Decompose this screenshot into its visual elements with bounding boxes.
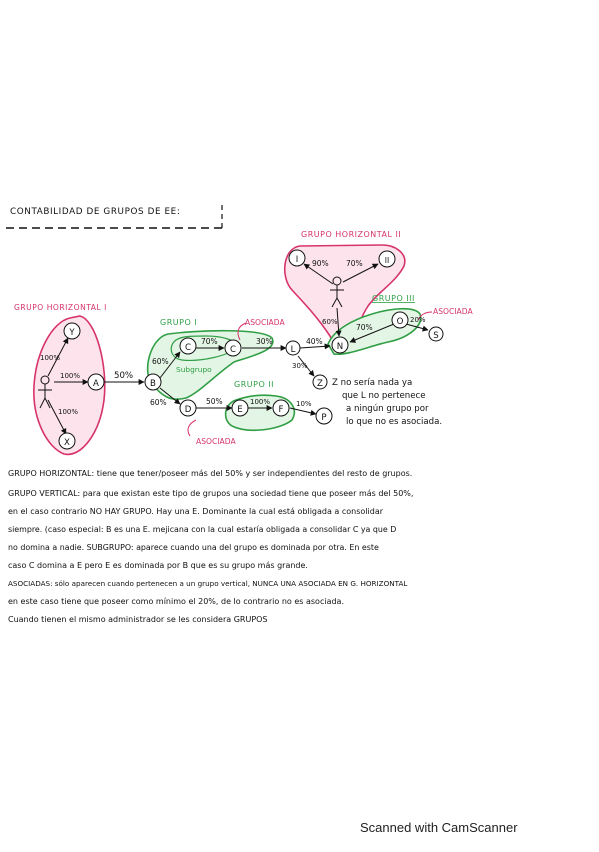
- label-10-fp: 10%: [296, 400, 312, 408]
- label-60-n: 60%: [322, 318, 338, 326]
- label-60-bd: 60%: [150, 398, 167, 407]
- svg-text:N: N: [337, 342, 343, 352]
- person-icon-top: [330, 276, 344, 308]
- node-p: P: [315, 407, 333, 425]
- edge-l-z: [297, 355, 315, 377]
- label-30-lz: 30%: [292, 362, 308, 370]
- edge-b-d: [159, 387, 181, 405]
- asociada-label-right: ASOCIADA: [433, 307, 473, 316]
- node-a: A: [87, 373, 105, 391]
- grupo-horizontal-2-title: GRUPO HORIZONTAL II: [301, 230, 401, 239]
- asociada-right-arrow: [417, 311, 433, 321]
- node-c2: C: [224, 339, 242, 357]
- svg-text:A: A: [93, 379, 99, 389]
- grupo-horizontal-1-title: GRUPO HORIZONTAL I: [14, 303, 107, 312]
- footer-scan-label: Scanned with CamScanner: [360, 820, 518, 835]
- edge-o-n: [349, 323, 395, 343]
- node-f: F: [272, 399, 290, 417]
- node-e: E: [231, 399, 249, 417]
- node-o: O: [391, 311, 409, 329]
- z-note-line-2: que L no pertenece: [342, 391, 426, 401]
- note-line-4: siempre. (caso especial: B es una E. mej…: [8, 525, 396, 534]
- edge-l-n: [299, 343, 331, 350]
- person-icon-left: [38, 375, 52, 409]
- node-c: C: [179, 337, 197, 355]
- svg-text:I: I: [296, 255, 299, 265]
- z-note-line-4: lo que no es asociada.: [346, 417, 442, 427]
- svg-text:B: B: [150, 379, 156, 389]
- node-z: Z: [312, 374, 328, 390]
- note-line-8: en este caso tiene que poseer como mínim…: [8, 597, 344, 606]
- label-60-bc: 60%: [152, 357, 169, 366]
- edge-person-n: [335, 307, 342, 337]
- label-70-cc: 70%: [201, 337, 218, 346]
- asociada-label-bottom: ASOCIADA: [196, 437, 236, 446]
- svg-text:E: E: [237, 405, 242, 415]
- edge-o-s: [405, 323, 429, 332]
- grupo-1-title: GRUPO I: [160, 318, 197, 327]
- grupo-3-title: GRUPO III: [372, 294, 415, 303]
- svg-text:C: C: [230, 345, 236, 355]
- note-line-2: GRUPO VERTICAL: para que existan este ti…: [8, 489, 413, 498]
- node-ii: II: [378, 250, 396, 268]
- node-y: Y: [63, 322, 81, 340]
- label-100-x: 100%: [58, 408, 78, 416]
- edge-person-i: [303, 263, 334, 285]
- label-50-ab: 50%: [114, 371, 133, 381]
- label-100-a: 100%: [60, 372, 80, 380]
- grupo-2-title: GRUPO II: [234, 380, 274, 389]
- svg-text:F: F: [279, 405, 284, 415]
- label-50-de: 50%: [206, 397, 223, 406]
- label-70-on: 70%: [356, 323, 373, 332]
- grupo-horizontal-1-loop: [33, 315, 106, 456]
- asociada-top-arrow: [237, 322, 247, 341]
- svg-text:S: S: [433, 331, 438, 341]
- subgrupo-label: Subgrupo: [176, 365, 212, 374]
- note-line-5: no domina a nadie. SUBGRUPO: aparece cua…: [8, 543, 379, 552]
- asociada-bottom-arrow: [187, 419, 197, 437]
- label-100-ef: 100%: [250, 398, 270, 406]
- node-s: S: [428, 326, 444, 342]
- node-i: I: [288, 249, 306, 267]
- label-90-i: 90%: [312, 259, 329, 268]
- z-note-line-3: a ningún grupo por: [346, 404, 429, 414]
- edge-to-y: [47, 337, 69, 377]
- svg-text:L: L: [291, 345, 296, 355]
- label-100-y: 100%: [40, 354, 60, 362]
- svg-text:Z: Z: [317, 379, 323, 389]
- node-n: N: [331, 336, 349, 354]
- note-line-3: en el caso contrario NO HAY GRUPO. Hay u…: [8, 507, 384, 516]
- edge-b-c: [159, 351, 181, 379]
- page-title: CONTABILIDAD DE GRUPOS DE EE:: [10, 207, 180, 217]
- note-line-1: GRUPO HORIZONTAL: tiene que tener/poseer…: [8, 469, 412, 478]
- z-note-line-1: Z no sería nada ya: [332, 378, 412, 388]
- edge-f-p: [289, 407, 317, 416]
- svg-text:II: II: [385, 256, 389, 265]
- note-line-7: ASOCIADAS: sólo aparecen cuando pertenec…: [8, 579, 407, 588]
- label-20-os: 20%: [410, 316, 426, 324]
- node-d: D: [179, 399, 197, 417]
- svg-text:P: P: [321, 413, 326, 423]
- note-line-9: Cuando tienen el mismo administrador se …: [8, 615, 268, 624]
- svg-text:Y: Y: [68, 328, 75, 338]
- edge-person-ii: [342, 263, 379, 283]
- label-40-ln: 40%: [306, 337, 323, 346]
- svg-text:C: C: [185, 343, 191, 353]
- node-l: L: [285, 340, 301, 356]
- edges: [47, 263, 429, 435]
- edge-to-x: [47, 399, 67, 435]
- svg-text:O: O: [397, 317, 404, 327]
- label-70-ii: 70%: [346, 259, 363, 268]
- svg-text:D: D: [185, 405, 192, 415]
- note-line-6: caso C domina a E pero E es dominada por…: [8, 561, 308, 570]
- asociada-label-top: ASOCIADA: [245, 318, 285, 327]
- svg-text:X: X: [64, 438, 70, 448]
- label-30-cl: 30%: [256, 337, 273, 346]
- node-x: X: [58, 432, 76, 450]
- node-b: B: [144, 373, 162, 391]
